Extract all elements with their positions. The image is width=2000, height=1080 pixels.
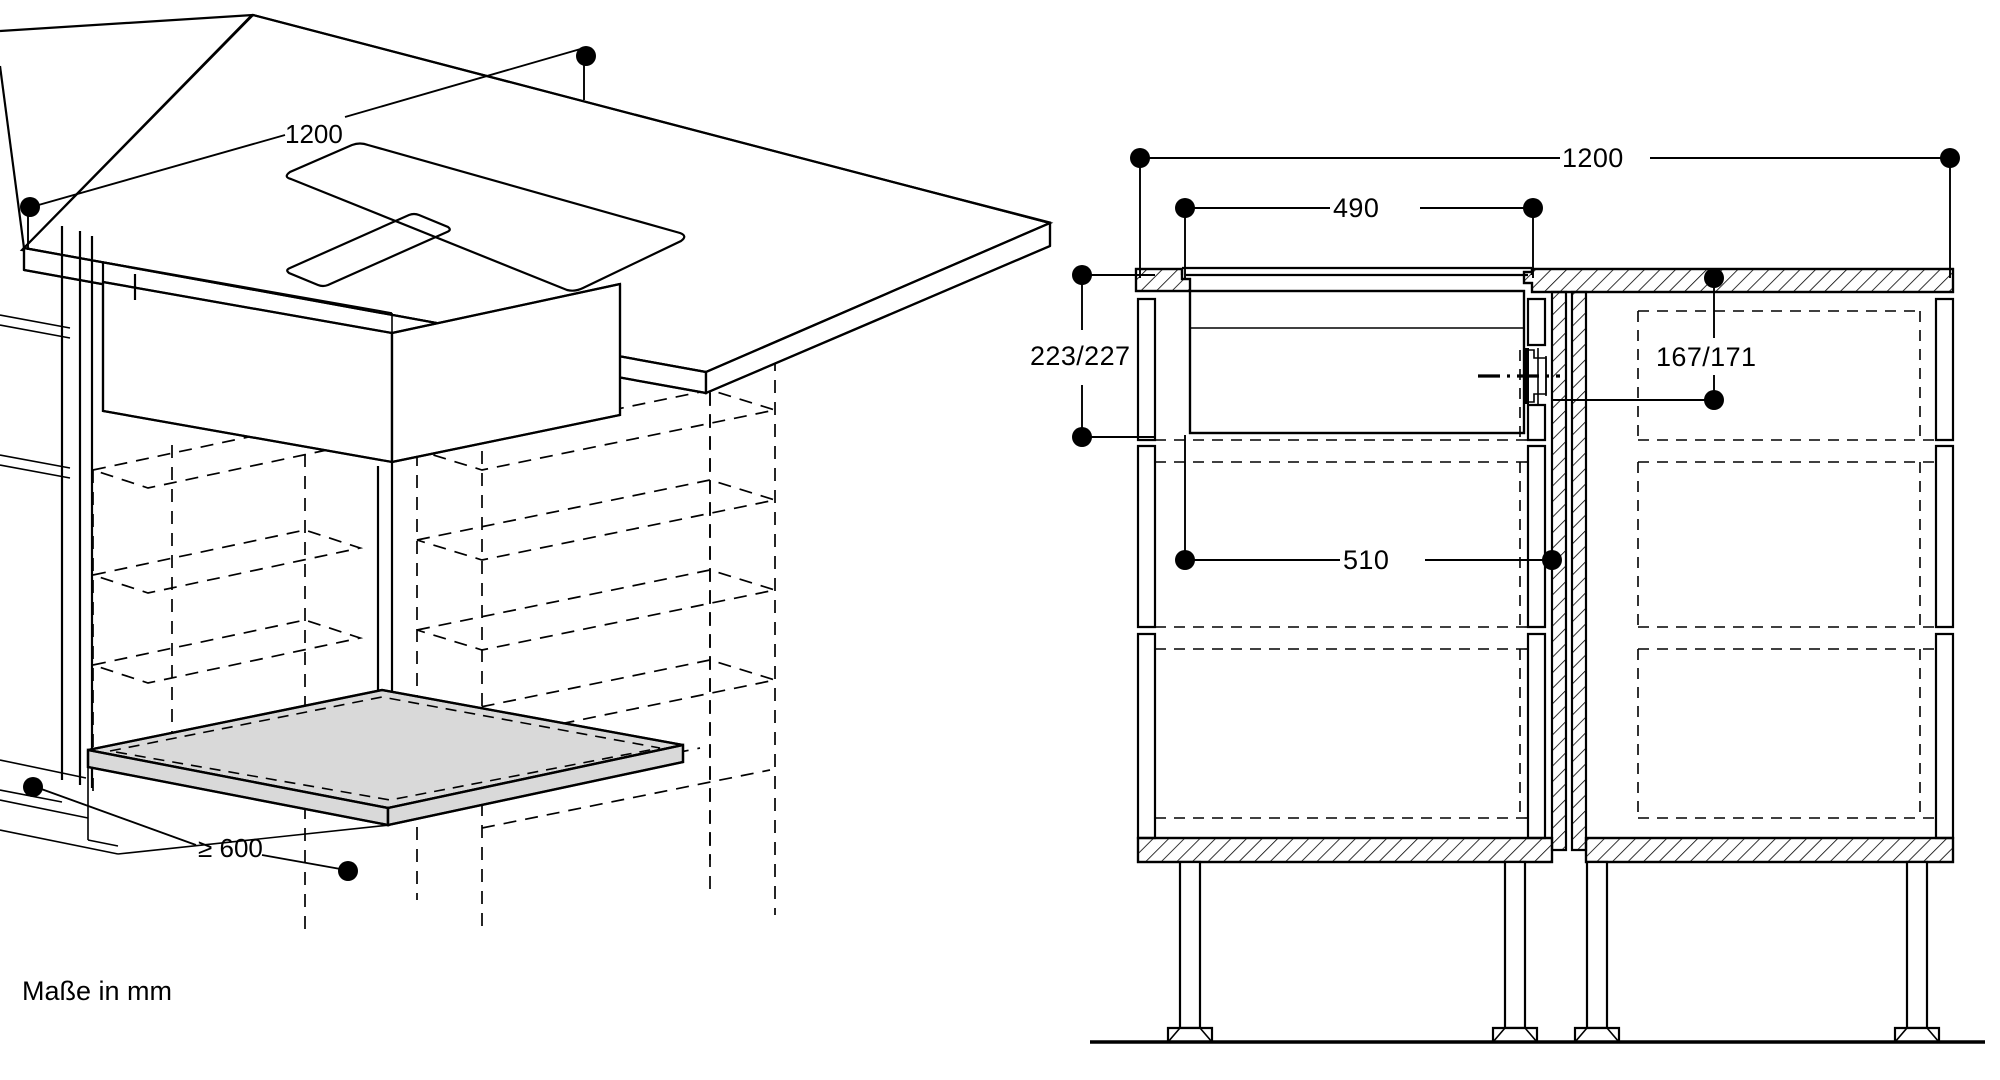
sec-cabinet-legs xyxy=(1166,860,1941,1044)
units-note: Maße in mm xyxy=(22,976,172,1006)
iso-hob-cutout xyxy=(285,142,686,292)
iso-vent-slot xyxy=(286,212,451,288)
iso-left-cabinet-frame xyxy=(0,226,94,803)
sec-appliance-body xyxy=(1188,289,1526,435)
section-view: 1200 490 223/227 xyxy=(1030,143,1985,1044)
dim-iso-width: 1200 xyxy=(20,46,596,250)
dim-sec-inner-width: 510 xyxy=(1175,435,1562,575)
dim-sec-total-width: 1200 xyxy=(1130,143,1960,278)
dim-sec-cutout-width: 490 xyxy=(1175,193,1543,278)
iso-floor-lines xyxy=(0,767,391,855)
dim-sec-outlet-height: 167/171 xyxy=(1551,268,1756,410)
dim-sec-inner-width-label: 510 xyxy=(1343,545,1389,575)
dim-sec-cutout-width-label: 490 xyxy=(1333,193,1379,223)
dim-iso-width-label: 1200 xyxy=(285,119,343,149)
dim-iso-clearance-label: ≥ 600 xyxy=(198,833,263,863)
sec-countertop xyxy=(1134,267,1955,294)
isometric-view: 1200 ≥ 600 xyxy=(0,13,1054,930)
sec-appliance-flange xyxy=(1180,266,1534,277)
sec-left-cabinet xyxy=(1136,290,1568,864)
dim-iso-clearance: ≥ 600 xyxy=(23,777,358,881)
iso-appliance-body xyxy=(101,261,622,464)
sec-right-cabinet xyxy=(1570,290,1955,864)
dim-sec-total-width-label: 1200 xyxy=(1562,143,1624,173)
dim-sec-outlet-height-label: 167/171 xyxy=(1656,342,1756,372)
dim-sec-height: 223/227 xyxy=(1030,265,1155,447)
dim-sec-height-label: 223/227 xyxy=(1030,341,1130,371)
